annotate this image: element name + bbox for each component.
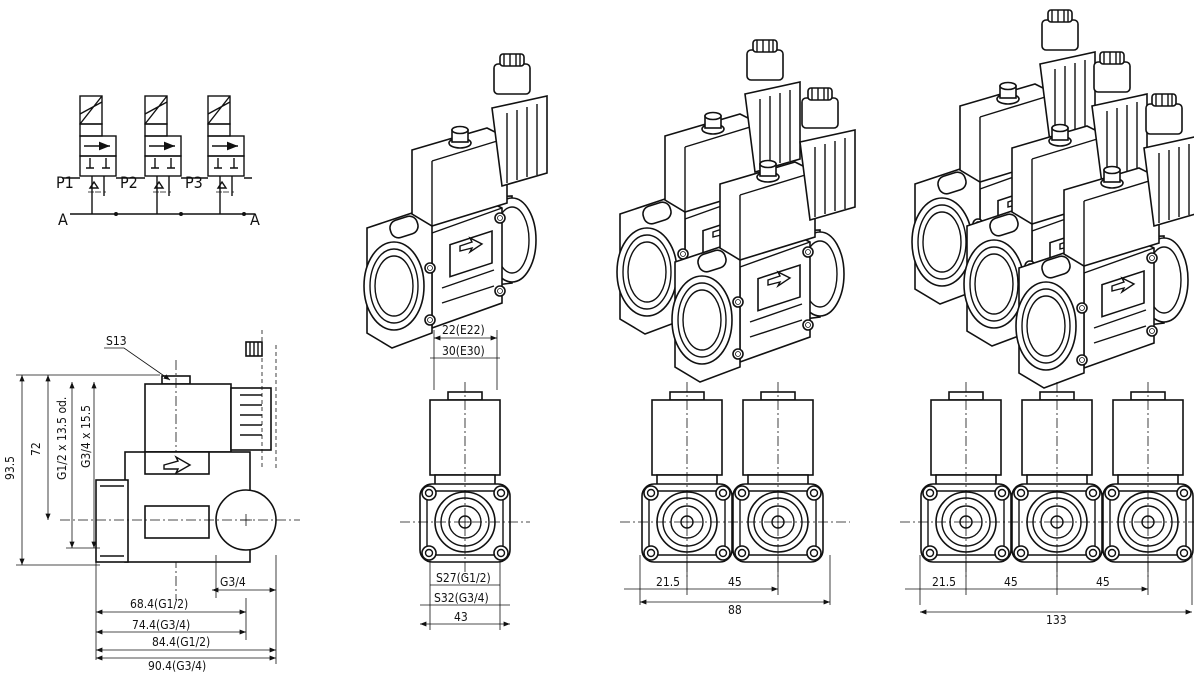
dim-22-e22: 22(E22) [442, 323, 485, 337]
dim-93-5: 93.5 [3, 456, 17, 480]
dim-double-45: 45 [728, 575, 742, 589]
dim-port-g34: G3/4 [220, 575, 246, 589]
dim-thread-g12: G1/2 x 13.5 od. [55, 397, 69, 480]
dim-thread-g34: G3/4 x 15.5 [79, 405, 93, 468]
dim-width-84-4: 84.4(G1/2) [152, 635, 210, 649]
front-view-double: 21.5 45 88 [620, 381, 850, 617]
dim-43: 43 [454, 610, 468, 624]
dim-triple-21-5: 21.5 [932, 575, 956, 589]
iso-view-double-valve [616, 39, 856, 383]
dim-triple-45-b: 45 [1096, 575, 1110, 589]
front-view-single: 22(E22) 30(E30) S27(G1/2) S32(G3/4) 43 [400, 323, 530, 630]
schematic-port-a-right: A [250, 210, 260, 229]
schematic-label-p1: P1 [56, 173, 74, 192]
schematic-label-p3: P3 [185, 173, 203, 192]
dim-double-21-5: 21.5 [656, 575, 680, 589]
iso-view-single-valve [363, 53, 548, 349]
dim-s27: S27(G1/2) [436, 571, 491, 585]
dim-width-74-4: 74.4(G3/4) [132, 618, 190, 632]
dim-width-68-4: 68.4(G1/2) [130, 597, 188, 611]
schematic-label-p2: P2 [120, 173, 138, 192]
dim-triple-45-a: 45 [1004, 575, 1018, 589]
dim-width-90-4: 90.4(G3/4) [148, 659, 206, 673]
iso-view-triple-valve [911, 9, 1194, 389]
schematic-port-a-left: A [58, 210, 68, 229]
hydraulic-schematic: P1 P2 P3 A A [56, 96, 260, 229]
dim-double-88: 88 [728, 603, 742, 617]
front-view-triple: 21.5 45 45 133 [900, 381, 1194, 627]
side-view: S13 93.5 72 G1/2 x 13.5 od. G3/4 x 15.5 … [3, 330, 300, 673]
dim-s32: S32(G3/4) [434, 591, 489, 605]
dim-72: 72 [29, 442, 43, 456]
dim-30-e30: 30(E30) [442, 344, 485, 358]
side-label-s13: S13 [106, 334, 127, 348]
dim-triple-133: 133 [1046, 613, 1067, 627]
